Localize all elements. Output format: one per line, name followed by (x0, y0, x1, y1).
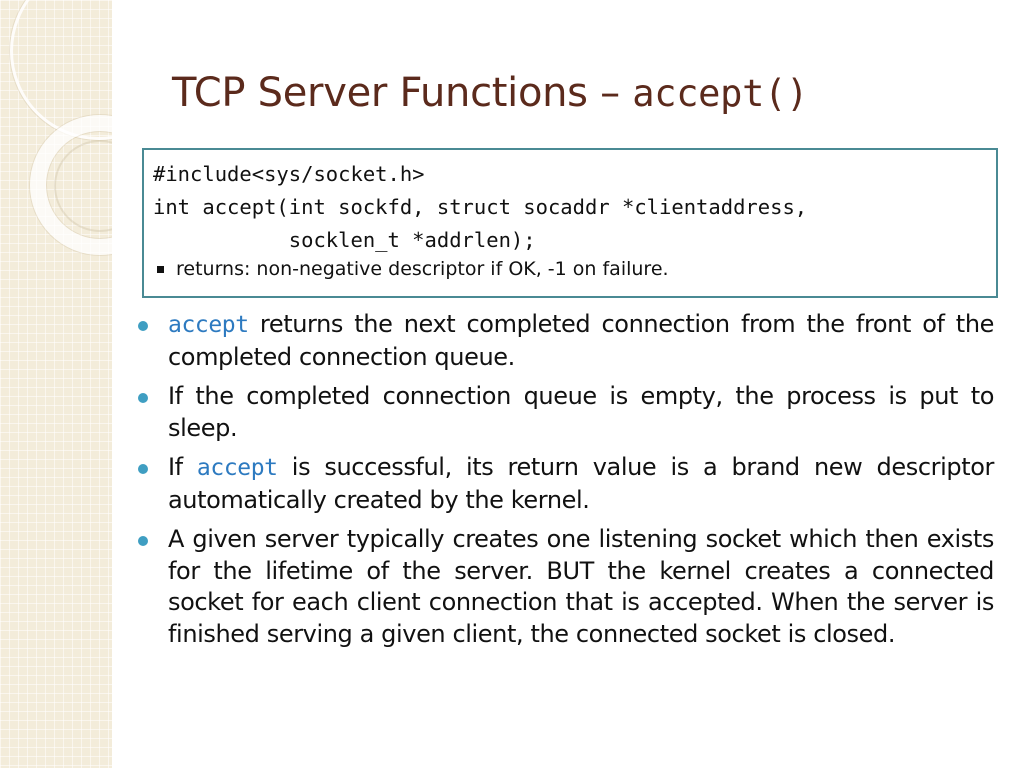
square-bullet-icon (157, 265, 164, 273)
bullet-list: accept returns the next completed connec… (134, 309, 994, 658)
code-return-note-text: returns: non-negative descriptor if OK, … (176, 258, 669, 280)
slide-title-code: accept() (632, 72, 809, 115)
decorative-side-panel (0, 0, 112, 768)
code-return-note: returns: non-negative descriptor if OK, … (153, 258, 996, 280)
slide-title: TCP Server Functions – accept() (172, 70, 808, 116)
code-signature-box: #include<sys/socket.h> int accept(int so… (142, 148, 998, 298)
code-line-signature: int accept(int sockfd, struct socaddr *c… (153, 195, 808, 219)
bullet-body: is successful, its return value is a bra… (168, 453, 994, 514)
bullet-dot-icon (138, 321, 148, 331)
code-line-signature-cont: socklen_t *addrlen); (153, 228, 536, 252)
bullet-dot-icon (138, 393, 148, 403)
list-item: If accept is successful, its return valu… (134, 452, 994, 516)
code-line-include: #include<sys/socket.h> (153, 162, 425, 186)
bullet-text: If the completed connection queue is emp… (168, 382, 994, 442)
bullet-text: accept returns the next completed connec… (168, 309, 994, 373)
bullet-text: If accept is successful, its return valu… (168, 452, 994, 516)
keyword-accept: accept (168, 312, 249, 338)
bullet-text: A given server typically creates one lis… (168, 525, 994, 648)
bullet-prefix: If (168, 453, 197, 481)
bullet-dot-icon (138, 464, 148, 474)
bullet-dot-icon (138, 536, 148, 546)
list-item: accept returns the next completed connec… (134, 309, 994, 373)
bullet-body: returns the next completed connection fr… (168, 310, 994, 371)
list-item: A given server typically creates one lis… (134, 524, 994, 650)
slide-title-text: TCP Server Functions – (172, 70, 633, 116)
keyword-accept: accept (196, 455, 278, 481)
list-item: If the completed connection queue is emp… (134, 381, 994, 444)
